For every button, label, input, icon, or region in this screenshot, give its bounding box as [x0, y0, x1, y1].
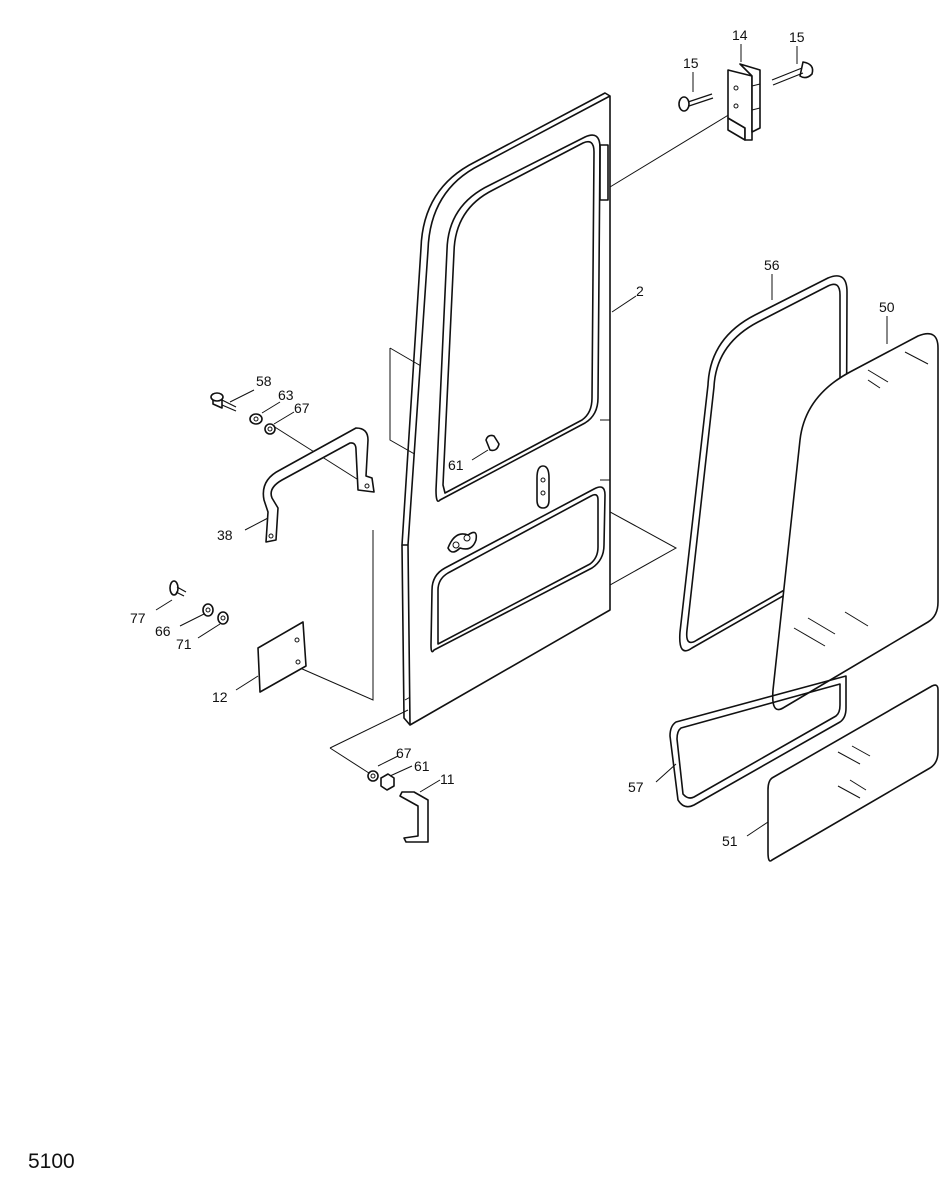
stopper-washer	[367, 770, 379, 782]
stopper-nut	[380, 773, 395, 791]
callout-56: 56	[764, 257, 780, 273]
door-stopper	[399, 791, 429, 843]
callout-15-left: 15	[683, 55, 699, 71]
page-number: 5100	[28, 1150, 75, 1173]
callout-labels: 2 14 15 15 56 50 57 51 58 63 67 38 61 77…	[130, 27, 895, 849]
lower-window-seal	[669, 675, 847, 808]
plate-washer-66	[202, 603, 214, 617]
cab-door	[401, 92, 611, 726]
callout-38: 38	[217, 527, 233, 543]
hinge-screw-left	[678, 93, 714, 112]
callout-51: 51	[722, 833, 738, 849]
callout-67-stopper: 67	[396, 745, 412, 761]
callout-12: 12	[212, 689, 228, 705]
handle-washer-63	[249, 413, 263, 425]
grab-handle	[262, 427, 375, 543]
door-hinge	[727, 63, 761, 141]
callout-77: 77	[130, 610, 146, 626]
callout-61-stopper: 61	[414, 758, 430, 774]
callout-15-right: 15	[789, 29, 805, 45]
lower-window-glass	[767, 684, 939, 862]
callout-57: 57	[628, 779, 644, 795]
callout-66: 66	[155, 623, 171, 639]
plate-bolt	[169, 580, 187, 597]
callout-leaders	[155, 44, 888, 837]
callout-2: 2	[636, 283, 644, 299]
callout-50: 50	[879, 299, 895, 315]
callout-63: 63	[278, 387, 294, 403]
upper-window-glass	[771, 332, 939, 711]
callout-58: 58	[256, 373, 272, 389]
callout-67-handle: 67	[294, 400, 310, 416]
hinge-screw-right	[771, 61, 814, 86]
callout-71: 71	[176, 636, 192, 652]
door-nut	[485, 434, 500, 452]
plate-washer-71	[217, 611, 229, 625]
handle-bolt	[210, 392, 237, 412]
callout-61-door: 61	[448, 457, 464, 473]
callout-11: 11	[440, 771, 455, 787]
callout-14: 14	[732, 27, 748, 43]
handle-washer-67	[264, 423, 276, 435]
mounting-plate	[257, 621, 307, 693]
